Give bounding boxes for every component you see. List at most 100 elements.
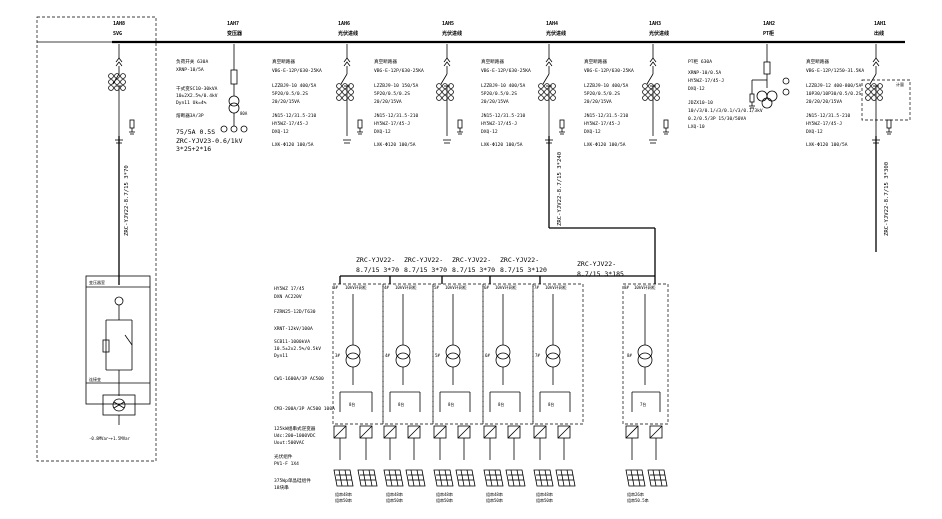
cable-in-1ah4: ZRC-YJV22-8.7/15 3*240 [557, 152, 563, 226]
svg-text:DXQ-12: DXQ-12 [584, 129, 601, 135]
svg-text:LXK-Φ120 100/5A: LXK-Φ120 100/5A [806, 142, 848, 148]
svg-text:组串48串: 组串48串 [436, 491, 453, 497]
svg-text:0.2/0.5/3P 15/30/50VA: 0.2/0.5/3P 15/30/50VA [688, 116, 746, 122]
svg-text:LXQ-10: LXQ-10 [688, 124, 705, 130]
svg-text:HY5WZ-17/45-J: HY5WZ-17/45-J [806, 121, 842, 127]
svg-text:8台: 8台 [398, 401, 404, 407]
svg-text:组串50串: 组串50串 [386, 497, 403, 503]
pv-unit-6: 6# 10kV环网柜 6# 8台 组串48串 组串50串 [482, 283, 534, 503]
svg-text:8台: 8台 [548, 401, 554, 407]
svg-text:SCB11-1000kVA: SCB11-1000kVA [274, 339, 310, 345]
svg-text:5P20/0.5/0.2S: 5P20/0.5/0.2S [481, 91, 517, 97]
svg-text:5#: 5# [434, 285, 439, 290]
svg-text:75/5A 0.5S: 75/5A 0.5S [176, 128, 215, 136]
svg-text:JDZX10-10: JDZX10-10 [688, 100, 713, 106]
svg-text:10kV环网柜: 10kV环网柜 [634, 284, 656, 290]
svg-top-label: 变压器室 [89, 279, 105, 285]
cab-id-1ah3: 1AH3 [649, 21, 661, 27]
svg-text:8台: 8台 [498, 401, 504, 407]
svg-text:HY5WZ-17/45-J: HY5WZ-17/45-J [688, 78, 724, 84]
feeder-1ah7: 80A [220, 44, 248, 133]
svg-text:7#: 7# [534, 285, 539, 290]
svg-text:CW1-1600A/3P AC500: CW1-1600A/3P AC500 [274, 376, 324, 382]
svg-text:8.7/15 3*70: 8.7/15 3*70 [452, 266, 495, 274]
svg-text:7台: 7台 [640, 401, 646, 407]
svg-text:ZRC-YJV22-: ZRC-YJV22- [577, 260, 616, 268]
svg-text:HY5WZ-17/45-J: HY5WZ-17/45-J [584, 121, 620, 127]
svg-text:LXK-Φ120 100/5A: LXK-Φ120 100/5A [481, 142, 523, 148]
svg-text:HY5WZ-17/45-J: HY5WZ-17/45-J [481, 121, 517, 127]
cab-id-1ah1: 1AH1 [874, 21, 886, 27]
svg-text:熔断器3A/3P: 熔断器3A/3P [176, 112, 204, 119]
svg-text:XRNP-10/5A: XRNP-10/5A [176, 67, 204, 73]
branch-cable-labels: ZRC-YJV22- 8.7/15 3*70 ZRC-YJV22- 8.7/15… [356, 256, 624, 278]
svg-text:VBG-E-12P/1250-31.5KA: VBG-E-12P/1250-31.5KA [806, 68, 864, 74]
specs-1ah1: 真空断路器 VBG-E-12P/1250-31.5KA LZZBJ9-12 40… [806, 58, 864, 148]
svg-text:JN15-12/31.5-210: JN15-12/31.5-210 [584, 113, 628, 119]
svg-text:组串50串: 组串50串 [335, 497, 352, 503]
svg-text:真空断路器: 真空断路器 [806, 58, 829, 65]
svg-text:ZRC-YJV23-0.6/1kV: ZRC-YJV23-0.6/1kV [176, 137, 243, 145]
cable-out-1ah1: ZRC-YJV22-8.7/15 3*300 [884, 162, 890, 236]
svg-text:5#: 5# [435, 353, 440, 358]
cab-id-1ah4: 1AH4 [546, 21, 558, 27]
pv-unit-8: 8# 10kV环网柜 8# 7台 组串26串 组串50.5串 [622, 283, 669, 503]
specs-1ah7: 负荷开关 630A XRNP-10/5A 干式变SC10-30kVA 10±2X… [176, 58, 243, 153]
svg-text:LZZBJ9-10 150/5A: LZZBJ9-10 150/5A [374, 83, 418, 89]
feeder-1ah4: ZRC-YJV22-8.7/15 3*240 [538, 43, 656, 284]
svg-text:DXQ-12: DXQ-12 [806, 129, 823, 135]
svg-text:Dyn11: Dyn11 [274, 353, 288, 359]
svg-text:10kV环网柜: 10kV环网柜 [445, 284, 467, 290]
svg-text:HY5WZ-17/45-J: HY5WZ-17/45-J [272, 121, 308, 127]
specs-1ah5: 真空断路器 VBG-E-12P/630-25KA LZZBJ9-10 150/5… [374, 58, 424, 148]
svg-text:干式变SC10-30kVA: 干式变SC10-30kVA [176, 85, 218, 92]
cab-name-1ah4: 光伏进线 [545, 30, 566, 37]
svg-text:组串48串: 组串48串 [486, 491, 503, 497]
svg-text:5P20/0.5/0.2S: 5P20/0.5/0.2S [272, 91, 308, 97]
svg-text:真空断路器: 真空断路器 [374, 58, 397, 65]
svg-text:20/20/15VA: 20/20/15VA [481, 99, 509, 105]
svg-text:JN15-12/31.5-210: JN15-12/31.5-210 [272, 113, 316, 119]
pv-unit-4: 4# 10kV环网柜 4# 8台 组串48串 组串50串 [382, 283, 434, 503]
svg-text:HY5WZ-17/45-J: HY5WZ-17/45-J [374, 121, 410, 127]
svg-text:LXK-Φ120 100/5A: LXK-Φ120 100/5A [584, 142, 626, 148]
cab-name-1ah6: 光伏进线 [337, 30, 358, 37]
svg-text:6#: 6# [484, 285, 489, 290]
cabinet-headers: 1AH8 SVG 1AH7 变压器 1AH6 光伏进线 1AH5 光伏进线 1A… [113, 21, 886, 37]
pv-legend: HY5WZ 17/45 DXN AC220V FZRN25-12D/T630 X… [274, 286, 335, 491]
svg-panel-frame [36, 16, 157, 462]
svg-text:10kV环网柜: 10kV环网柜 [495, 284, 517, 290]
svg-text:8.7/15 3*185: 8.7/15 3*185 [577, 270, 624, 278]
svg-text:10kV环网柜: 10kV环网柜 [345, 284, 367, 290]
cab-name-1ah8: SVG [113, 31, 122, 37]
svg-text:LZZBJ9-10 400/5A: LZZBJ9-10 400/5A [481, 83, 525, 89]
svg-text:ZRC-YJV22-: ZRC-YJV22- [356, 256, 395, 264]
svg-text:8#: 8# [627, 353, 632, 358]
svg-text:组串50串: 组串50串 [486, 497, 503, 503]
specs-1ah4: 真空断路器 VBG-E-12P/630-25KA LZZBJ9-10 400/5… [481, 58, 531, 148]
svg-text:8#: 8# [624, 285, 629, 290]
cab-name-1ah3: 光伏进线 [648, 30, 669, 37]
svg-text:HY5WZ 17/45: HY5WZ 17/45 [274, 286, 305, 292]
feeder-1ah2 [748, 44, 790, 109]
svg-text:VBG-E-12P/630-25KA: VBG-E-12P/630-25KA [481, 68, 531, 74]
svg-text:光伏组件: 光伏组件 [274, 453, 293, 460]
svg-text:20/20/15VA: 20/20/15VA [272, 99, 300, 105]
svg-text:组串26串: 组串26串 [627, 491, 644, 497]
svg-text:Udc:200~1000VDC: Udc:200~1000VDC [274, 433, 316, 439]
svg-text:8.7/15 3*70: 8.7/15 3*70 [356, 266, 399, 274]
svg-text:DXQ-12: DXQ-12 [374, 129, 391, 135]
cab-id-1ah7: 1AH7 [227, 21, 239, 27]
svg-box-label: 连接变 [89, 376, 101, 382]
svg-text:真空断路器: 真空断路器 [584, 58, 607, 65]
svg-text:10kV环网柜: 10kV环网柜 [395, 284, 417, 290]
svg-text:LXK-Φ120 100/5A: LXK-Φ120 100/5A [272, 142, 314, 148]
svg-text:8台: 8台 [448, 401, 454, 407]
cab-id-1ah6: 1AH6 [338, 21, 350, 27]
svg-text:ZRC-YJV22-: ZRC-YJV22- [500, 256, 539, 264]
svg-text:真空断路器: 真空断路器 [272, 58, 295, 65]
svg-text:10±2X2.5%/0.4kV: 10±2X2.5%/0.4kV [176, 93, 218, 99]
svg-text:PT柜 630A: PT柜 630A [688, 58, 712, 65]
pv-unit-7: 7# 10kV环网柜 7# 8台 组串48串 组串50串 [532, 283, 584, 503]
